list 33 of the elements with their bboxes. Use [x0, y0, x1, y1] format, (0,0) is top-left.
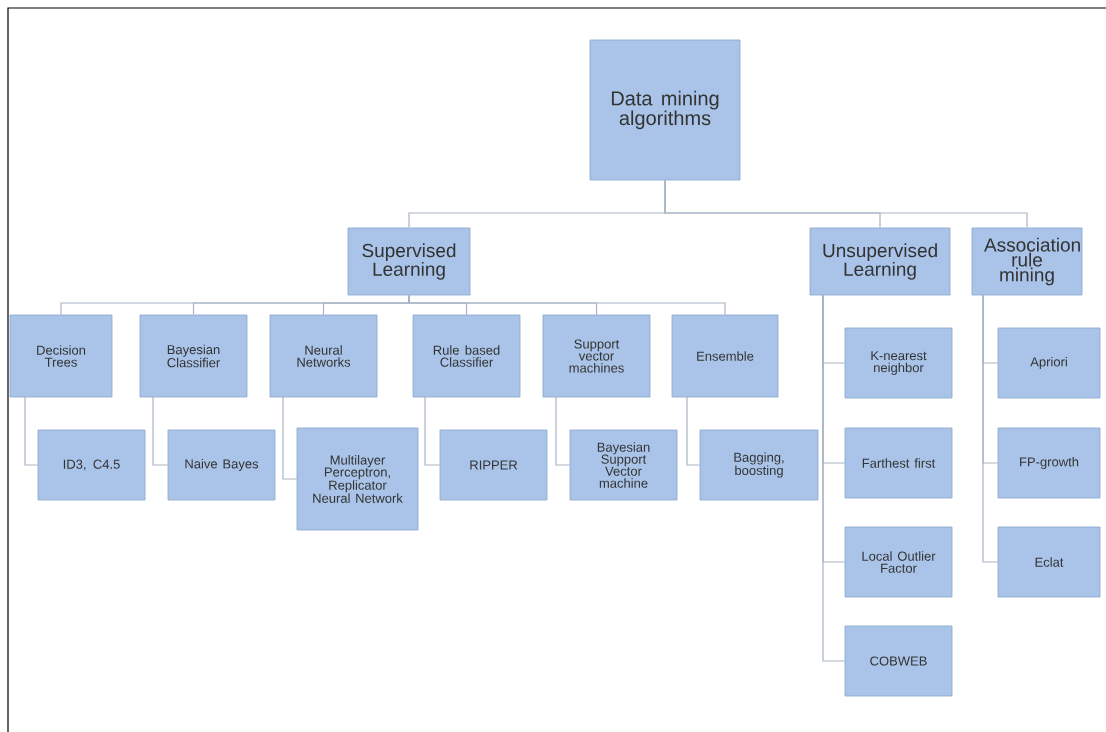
connector-line — [424, 396, 441, 466]
category-box: FP-growth — [997, 427, 1101, 499]
category-box: Bagging, boosting — [699, 429, 819, 501]
category-box: Apriori — [997, 327, 1101, 399]
category-box: Association rule mining — [971, 227, 1083, 296]
category-box: Eclat — [997, 526, 1101, 598]
connector-line — [664, 179, 1028, 229]
connector-line — [555, 396, 571, 466]
category-box: Naive Bayes — [167, 429, 276, 501]
connector-line — [152, 396, 169, 466]
category-box: Neural Networks — [269, 314, 378, 398]
connector-line — [686, 396, 701, 466]
category-box: Data mining algorithms — [589, 39, 741, 181]
category-box: K-nearest neighbor — [844, 327, 953, 399]
category-box: Local Outlier Factor — [844, 526, 953, 598]
category-box: Ensemble — [671, 314, 779, 398]
category-box: Bayesian Support Vector machine — [569, 429, 678, 501]
category-box: Farthest first — [844, 427, 953, 499]
connector-line — [282, 396, 298, 480]
category-box: Rule based Classifier — [412, 314, 521, 398]
category-box: Multilayer Perceptron, Replicator Neural Network — [296, 427, 419, 531]
category-box: Support vector machines — [542, 314, 651, 398]
connector-line — [24, 396, 39, 466]
category-box: Bayesian Classifier — [139, 314, 248, 398]
connector-line — [822, 294, 846, 662]
category-box: Unsupervised Learning — [809, 227, 951, 296]
category-box: RIPPER — [439, 429, 548, 501]
category-box: Decision Trees — [9, 314, 113, 398]
connector-line — [408, 294, 726, 316]
category-box: Supervised Learning — [347, 227, 471, 296]
connector-line — [982, 294, 999, 563]
category-box: COBWEB — [844, 625, 953, 697]
category-box: ID3, C4.5 — [37, 429, 146, 501]
